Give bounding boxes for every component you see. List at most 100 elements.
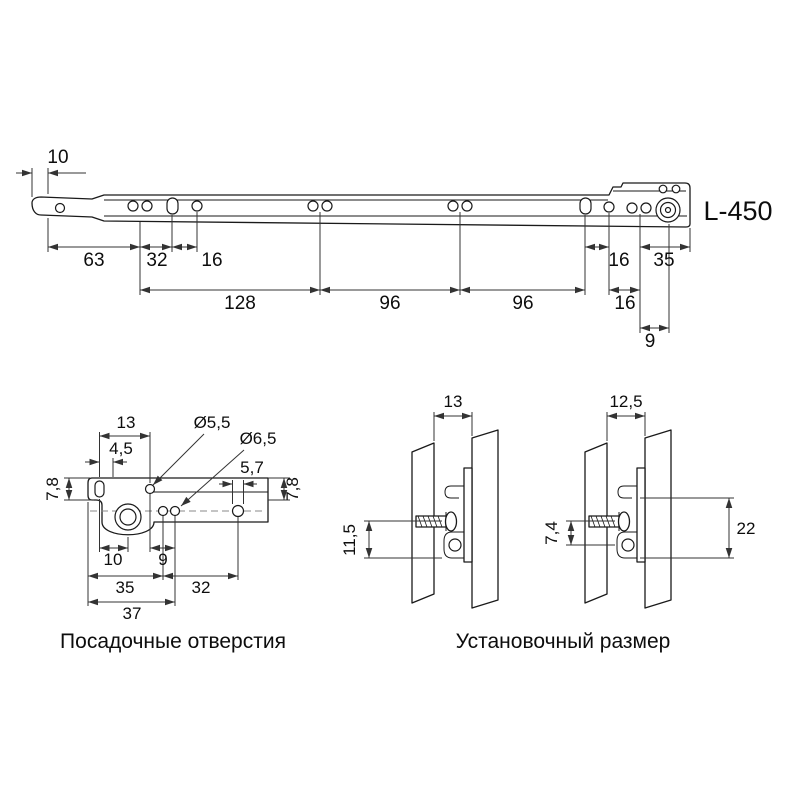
dim-13-top: 13 — [99, 413, 151, 483]
hole — [191, 200, 203, 212]
hole-tip — [54, 202, 66, 214]
dim-label-7-4: 7,4 — [542, 521, 561, 545]
dim-label-128: 128 — [224, 293, 256, 314]
dim-37-bottom: 37 — [88, 598, 175, 623]
slide-foot — [616, 531, 637, 559]
roller-axle — [664, 206, 672, 214]
dim-label-35: 35 — [653, 250, 674, 271]
hole — [626, 202, 638, 214]
dim-7-4: 7,4 — [542, 520, 615, 546]
dim-label-96: 96 — [379, 293, 400, 314]
dim-label-32: 32 — [146, 250, 167, 271]
dim-9: 9 — [640, 324, 669, 352]
hole-6-5 — [169, 505, 181, 517]
dim-7-8-right: 7,8 — [268, 477, 302, 501]
model-label: L-450 — [703, 196, 772, 226]
slide-foot — [443, 531, 464, 559]
slot-hole — [94, 480, 105, 498]
holes-view-caption: Посадочные отверстия — [60, 630, 286, 653]
dim-label-9: 9 — [645, 331, 656, 352]
section-b: 12,5 7,4 22 — [542, 392, 756, 609]
dim-label-16: 16 — [608, 250, 629, 271]
hole — [640, 202, 652, 214]
hole — [321, 200, 333, 212]
dim-label-13: 13 — [444, 392, 463, 411]
hole — [658, 184, 668, 194]
dim-label-16: 16 — [614, 293, 635, 314]
panel-right — [644, 429, 672, 609]
dim-tip-10: 10 — [16, 147, 86, 197]
section-a: 13 11,5 — [340, 392, 499, 609]
screw-head — [617, 511, 631, 532]
dim-35: 35 — [640, 243, 690, 271]
dim-label-5-7: 5,7 — [240, 458, 264, 477]
dim-label-9: 9 — [158, 550, 167, 569]
hole — [603, 201, 615, 213]
slide-hook — [617, 485, 637, 499]
dim-16-left: 16 — [172, 243, 223, 271]
dim-label-7-8: 7,8 — [283, 477, 302, 501]
leader-dia-5-5: Ø5,5 — [152, 413, 231, 486]
dim-label-7-8: 7,8 — [43, 477, 62, 501]
dim-32-bottom: 32 — [163, 572, 238, 597]
leader-dia-6-5: Ø6,5 — [180, 429, 277, 507]
hole — [461, 200, 473, 212]
mount-holes-view: 13 4,5 7,8 7,8 Ø5,5 Ø6,5 — [43, 413, 302, 653]
hole — [157, 505, 169, 517]
dim-35-bottom: 35 — [88, 572, 163, 597]
dim-63: 63 — [48, 243, 140, 271]
dim-label-32: 32 — [192, 578, 211, 597]
dim-label-63: 63 — [83, 250, 104, 271]
dim-label-35: 35 — [116, 578, 135, 597]
dim-label-11-5: 11,5 — [340, 524, 359, 556]
dim-label-96: 96 — [512, 293, 533, 314]
dim-96-b: 96 — [460, 286, 585, 314]
dim-9-bottom: 9 — [150, 544, 175, 569]
dim-label-dia6-5: Ø6,5 — [240, 429, 277, 448]
slot-hole — [166, 197, 179, 215]
dim-96-a: 96 — [320, 286, 460, 314]
dim-5-7: 5,7 — [219, 458, 264, 504]
slide-plate — [636, 467, 646, 563]
slide-plate — [463, 467, 473, 563]
dim-label-dia5-5: Ø5,5 — [194, 413, 231, 432]
dim-4-5: 4,5 — [85, 439, 133, 477]
slide-hook — [444, 485, 464, 499]
install-size-view: 13 11,5 — [340, 392, 755, 653]
panel-right — [471, 429, 499, 609]
dim-11-5: 11,5 — [340, 520, 442, 559]
hole-5-7 — [231, 504, 245, 518]
dim-label-10: 10 — [47, 147, 68, 168]
hole-5-5 — [144, 483, 156, 495]
dim-label-37: 37 — [123, 604, 142, 623]
screw-head — [444, 511, 458, 532]
dim-label-4-5: 4,5 — [109, 439, 133, 458]
dim-12-5-gap: 12,5 — [606, 392, 646, 441]
dim-128: 128 — [140, 286, 320, 314]
hole — [307, 200, 319, 212]
dim-label-10: 10 — [104, 550, 123, 569]
roller-hole-inner — [119, 508, 137, 526]
dim-10-bottom: 10 — [99, 544, 128, 569]
dim-16-right-a: 16 — [585, 243, 630, 271]
hole — [447, 200, 459, 212]
roller — [621, 538, 635, 552]
dim-32: 32 — [140, 243, 172, 271]
dim-label-16: 16 — [201, 250, 222, 271]
slot-hole — [579, 197, 592, 215]
dim-16-right-b: 16 — [609, 286, 640, 314]
dim-label-13: 13 — [117, 413, 136, 432]
hole — [141, 200, 153, 212]
top-view-dimensions: 10 63 32 16 128 96 — [16, 147, 691, 352]
dim-7-8-left: 7,8 — [43, 477, 94, 501]
hole — [127, 200, 139, 212]
dim-label-12-5: 12,5 — [609, 392, 642, 411]
dim-22: 22 — [640, 497, 756, 559]
roller — [448, 538, 462, 552]
hole — [671, 184, 681, 194]
dim-label-22: 22 — [737, 519, 756, 538]
dim-13-gap: 13 — [433, 392, 473, 441]
